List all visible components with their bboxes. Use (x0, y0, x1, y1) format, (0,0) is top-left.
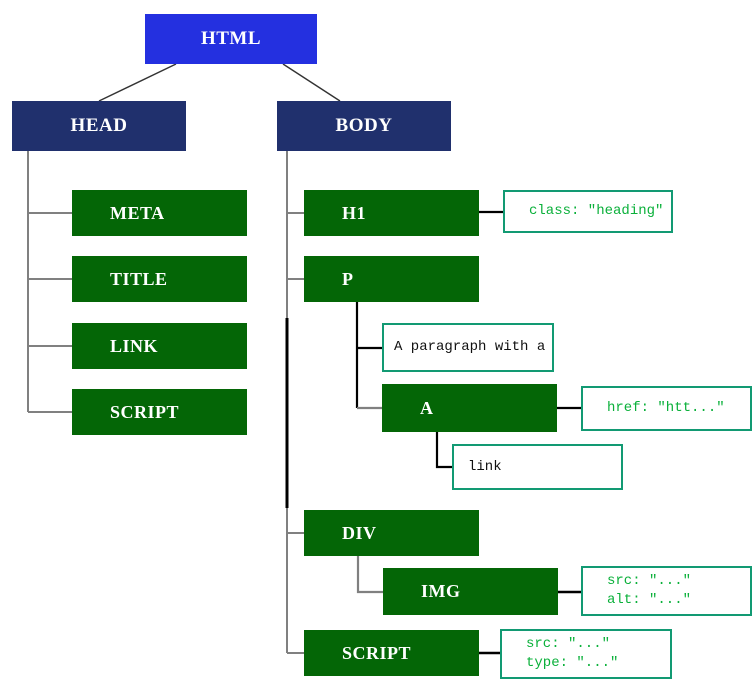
attr-img-alt: alt: "..." (607, 592, 692, 608)
node-head[interactable]: HEAD (12, 101, 186, 151)
attrbox-h1: class: "heading" (503, 190, 673, 233)
edge-html-body (282, 63, 341, 102)
node-body-label: BODY (335, 115, 393, 136)
attrbox-script: src: "..." type: "..." (500, 629, 672, 679)
edge-div-img (356, 556, 383, 594)
edge-a-text (435, 432, 452, 469)
node-meta[interactable]: META (72, 190, 247, 236)
attr-a-href: href: "htt..." (607, 400, 725, 417)
node-link-label: LINK (110, 335, 159, 356)
textnode-paragraph-value: A paragraph with a (394, 339, 546, 356)
node-body-script-label: SCRIPT (342, 642, 412, 663)
node-head-label: HEAD (70, 115, 128, 136)
node-div-label: DIV (342, 522, 377, 543)
node-title-label: TITLE (110, 268, 168, 289)
node-title[interactable]: TITLE (72, 256, 247, 302)
node-a-label: A (420, 397, 434, 418)
attr-script-type: type: "..." (526, 655, 619, 671)
node-head-script[interactable]: SCRIPT (72, 389, 247, 435)
node-head-script-label: SCRIPT (110, 401, 180, 422)
textnode-link: link (452, 444, 623, 490)
node-p[interactable]: P (304, 256, 479, 302)
attrbox-img: src: "..." alt: "..." (581, 566, 752, 616)
node-a[interactable]: A (382, 384, 557, 432)
textnode-link-value: link (468, 458, 502, 475)
node-h1[interactable]: H1 (304, 190, 479, 236)
node-img-label: IMG (421, 581, 461, 601)
node-img[interactable]: IMG (383, 568, 558, 615)
attrbox-a: href: "htt..." (581, 386, 752, 431)
edge-html-head (98, 63, 177, 102)
node-meta-label: META (110, 202, 165, 223)
node-html[interactable]: HTML (145, 14, 317, 64)
attr-h1-class: class: "heading" (529, 203, 664, 220)
node-div[interactable]: DIV (304, 510, 479, 556)
textnode-paragraph: A paragraph with a (382, 323, 554, 372)
node-body-script[interactable]: SCRIPT (304, 630, 479, 676)
node-body[interactable]: BODY (277, 101, 451, 151)
node-p-label: P (342, 268, 354, 289)
node-h1-label: H1 (342, 202, 367, 223)
node-link[interactable]: LINK (72, 323, 247, 369)
attr-script-src: src: "..." (526, 636, 611, 653)
node-html-label: HTML (200, 28, 262, 49)
attr-img-src: src: "..." (607, 573, 692, 590)
